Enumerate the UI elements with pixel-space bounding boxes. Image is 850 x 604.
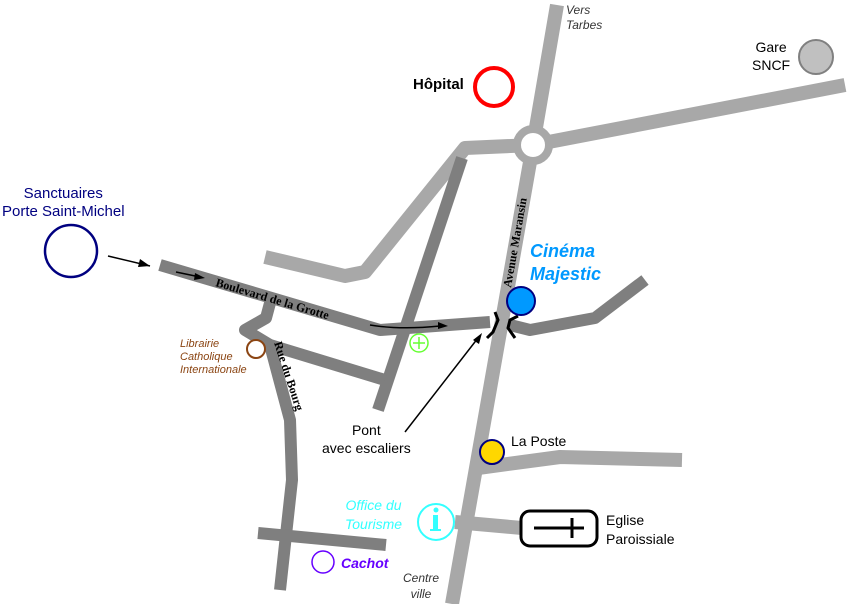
street-avenue: Avenue Maransin xyxy=(500,196,530,288)
gare-icon xyxy=(798,39,834,75)
road-south xyxy=(257,527,387,551)
label-la-poste: La Poste xyxy=(511,433,567,449)
road-northwest xyxy=(263,138,534,283)
road-cross xyxy=(268,339,387,386)
road-east xyxy=(508,275,649,336)
arrow-pont xyxy=(404,337,479,433)
pharmacy-icon xyxy=(409,333,429,353)
road-boulevard-grotte xyxy=(158,259,491,336)
label-cachot: Cachot xyxy=(341,555,389,571)
church-icon xyxy=(519,509,599,548)
road-eglise xyxy=(454,515,523,535)
info-icon xyxy=(417,503,455,541)
bridge-icon xyxy=(485,311,519,340)
label-hopital: Hôpital xyxy=(413,76,464,93)
arrow-heads xyxy=(138,259,482,344)
road-diagonal xyxy=(372,156,468,412)
road-la-poste xyxy=(477,450,683,475)
sanctuaires-icon xyxy=(43,223,99,279)
hopital-icon xyxy=(473,66,515,108)
cinema-icon xyxy=(506,286,536,316)
la-poste-icon xyxy=(479,439,505,465)
roundabout xyxy=(513,125,553,165)
road-to-gare xyxy=(531,78,847,152)
librairie-icon xyxy=(246,339,266,359)
cachot-icon xyxy=(311,550,335,574)
